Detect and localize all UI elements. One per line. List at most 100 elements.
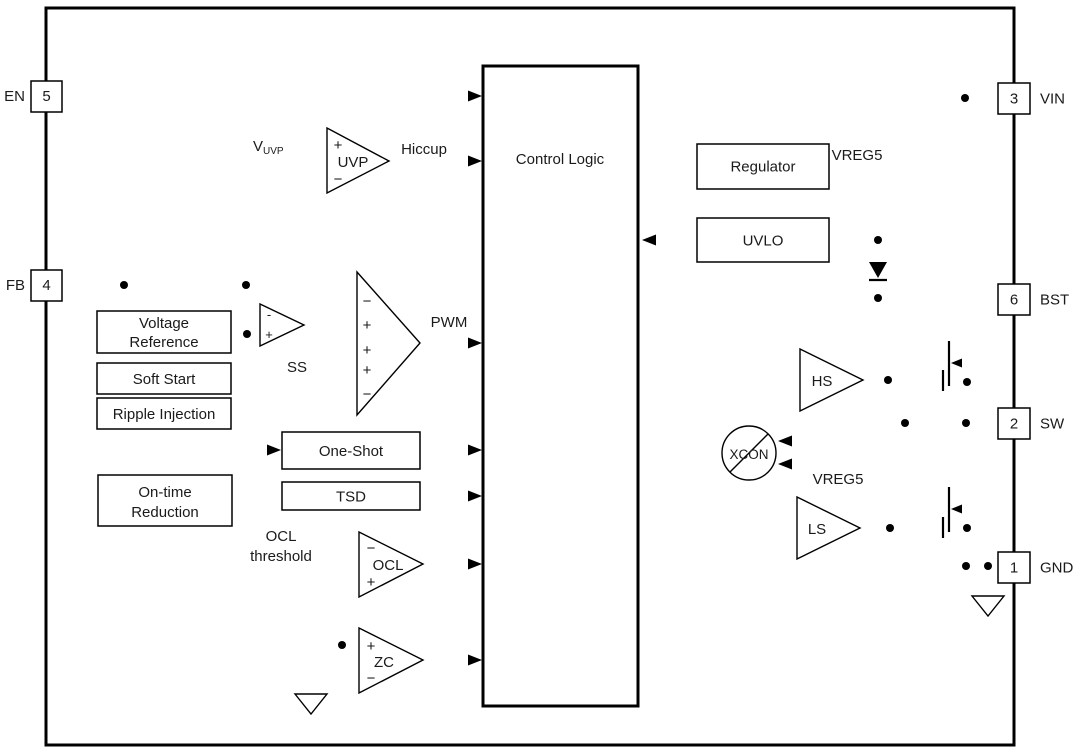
xcon-slash: [729, 433, 769, 473]
pwm-in5-minus: −: [363, 386, 372, 403]
soft-start-label: Soft Start: [133, 371, 196, 388]
arrow-oneshot-out: [468, 444, 482, 456]
junction-vref: [243, 330, 251, 338]
diode-triangle: [869, 262, 887, 278]
hs-fet-body-arrow: [951, 358, 962, 368]
pin-box-en: [30, 80, 63, 113]
pin-box-vin: [997, 82, 1031, 115]
pin-label-gnd: GND: [1040, 560, 1074, 577]
labels: EN 5 FB 4 3 VIN 6 BST 2 SW 1 GND Control…: [4, 88, 1073, 687]
voltage-reference-label-1: Voltage: [139, 315, 189, 332]
one-shot-label: One-Shot: [319, 443, 384, 460]
junction-vreg5-uvlo: [874, 236, 882, 244]
arrow-en: [468, 90, 482, 102]
xcon-block: [721, 425, 777, 481]
regulator-label: Regulator: [730, 159, 795, 176]
arrow-oneshot-in: [267, 444, 281, 456]
pin-label-en: EN: [4, 88, 25, 105]
ocl-threshold-label-1: OCL: [266, 528, 297, 545]
pwm-in2-plus: +: [363, 317, 372, 334]
junction-gnd-fet: [962, 562, 970, 570]
mosfets: [941, 341, 962, 538]
vreg5-label-ls: VREG5: [813, 471, 864, 488]
on-time-reduction-label-2: Reduction: [131, 504, 199, 521]
arrowheads: [267, 90, 792, 666]
ripple-injection-block: [96, 397, 232, 430]
one-shot-block: [281, 431, 421, 470]
pin-label-vin: VIN: [1040, 91, 1065, 108]
pwm-in4-plus: +: [363, 362, 372, 379]
erramp-minus-sign: -: [267, 307, 271, 322]
junction-hs-gate: [884, 376, 892, 384]
uvp-minus-sign: −: [334, 171, 343, 188]
junction-ls-source: [963, 524, 971, 532]
soft-start-block: [96, 362, 232, 395]
uvlo-block: [696, 217, 830, 263]
zc-label: ZC: [374, 654, 394, 671]
ss-label: SS: [287, 359, 307, 376]
pin-box-gnd: [997, 551, 1031, 584]
pwm-in3-plus: +: [363, 342, 372, 359]
pin-number-vin: 3: [1010, 91, 1018, 108]
control-logic-block: [481, 64, 640, 708]
uvp-plus-sign: +: [334, 137, 343, 154]
pin-label-sw: SW: [1040, 416, 1065, 433]
zc-plus-sign: +: [367, 638, 376, 655]
junction-ls-gate: [886, 524, 894, 532]
xcon-label: XCON: [729, 447, 768, 462]
zc-comparator: [358, 626, 425, 695]
on-time-reduction-block: [97, 474, 233, 527]
junction-vin: [961, 94, 969, 102]
pin-number-sw: 2: [1010, 416, 1018, 433]
pin-number-en: 5: [42, 88, 50, 105]
pwm-in1-minus: −: [363, 293, 372, 310]
hiccup-label: Hiccup: [401, 141, 447, 158]
junction-sw-sense: [901, 419, 909, 427]
uvp-label: UVP: [338, 154, 369, 171]
pin-label-fb: FB: [6, 277, 25, 294]
pwm-label: PWM: [431, 314, 468, 331]
ocl-comparator: [358, 530, 425, 599]
ocl-minus-sign: −: [367, 540, 376, 557]
uvp-comparator: [326, 126, 391, 195]
ocl-label: OCL: [373, 557, 404, 574]
ripple-injection-label: Ripple Injection: [113, 406, 216, 423]
tsd-block: [281, 481, 421, 511]
junction-fb-erramp: [242, 281, 250, 289]
junction-hs-source: [963, 378, 971, 386]
junction-sw-fets: [962, 419, 970, 427]
ground-symbol-gnd: [970, 595, 1006, 618]
junction-fb-uvp: [120, 281, 128, 289]
arrow-ocl-out: [468, 558, 482, 570]
pin-number-fb: 4: [42, 277, 50, 294]
ocl-threshold-label-2: threshold: [250, 548, 312, 565]
junction-diode-bst: [874, 294, 882, 302]
vuvp-label: VUVP: [253, 138, 284, 157]
pin-box-fb: [30, 269, 63, 302]
control-logic-label: Control Logic: [516, 151, 605, 168]
arrow-tsd-out: [468, 490, 482, 502]
ls-driver-label: LS: [808, 521, 826, 538]
hs-driver: [799, 347, 865, 413]
hs-driver-label: HS: [812, 373, 833, 390]
on-time-reduction-label-1: On-time: [138, 484, 191, 501]
pin-box-sw: [997, 407, 1031, 440]
pin-number-bst: 6: [1010, 292, 1018, 309]
vreg5-label-top: VREG5: [832, 147, 883, 164]
voltage-reference-block: [96, 310, 232, 354]
regulator-block: [696, 143, 830, 190]
junction-dots: [120, 94, 992, 649]
ls-driver: [796, 495, 862, 561]
tsd-label: TSD: [336, 489, 366, 506]
erramp-plus-sign: +: [265, 327, 273, 342]
junction-gnd-symbol: [984, 562, 992, 570]
arrow-zc-out: [468, 654, 482, 666]
ground-symbol-zc: [293, 693, 329, 716]
arrow-pwm: [468, 337, 482, 349]
zc-minus-sign: −: [367, 670, 376, 687]
pin-box-bst: [997, 283, 1031, 316]
ocl-plus-sign: +: [367, 574, 376, 591]
arrow-xcon-fb-ls: [778, 458, 792, 470]
